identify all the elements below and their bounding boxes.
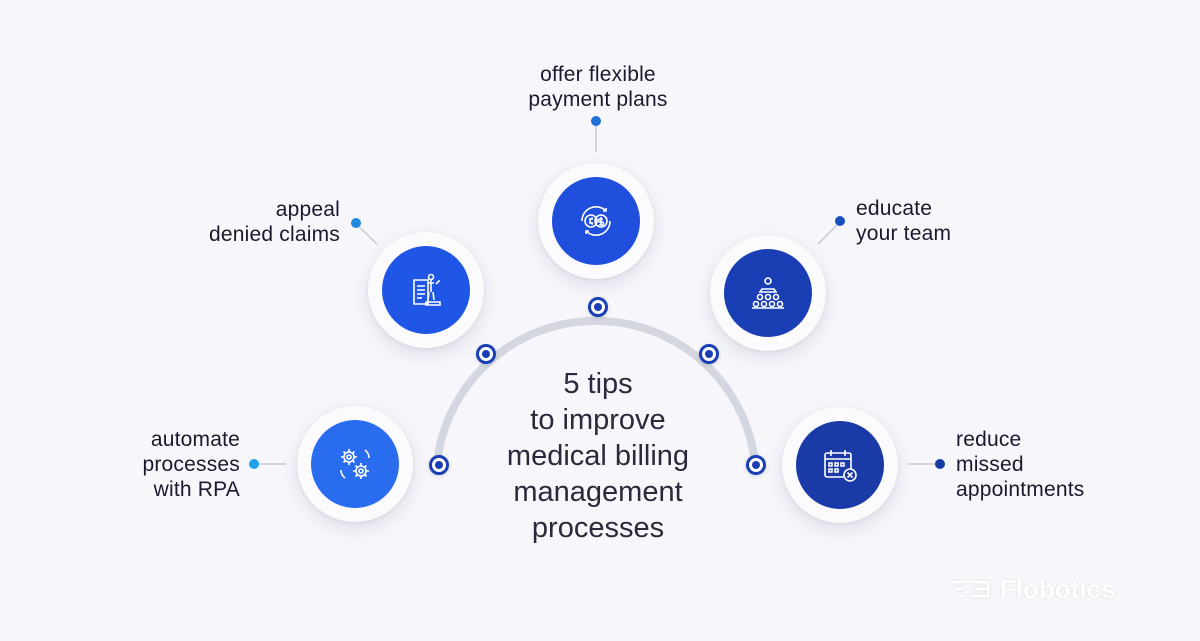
arc-marker: [429, 455, 449, 475]
tip-label-educate: educate your team: [856, 196, 1036, 246]
team-training-icon: [752, 277, 784, 309]
label-pin: [935, 459, 945, 469]
document-person-icon: [413, 273, 441, 306]
tip-label-line: your team: [856, 222, 952, 245]
tip-label-line: appeal: [275, 198, 340, 221]
arc-marker: [746, 455, 766, 475]
label-pin: [249, 459, 259, 469]
tip-label-line: payment plans: [528, 88, 668, 111]
tip-label-appeal: appeal denied claims: [160, 197, 340, 247]
arc-marker: [476, 344, 496, 364]
tip-label-line: processes: [142, 453, 240, 476]
tip-label-line: reduce: [956, 428, 1022, 451]
tip-label-line: automate: [150, 428, 240, 451]
tip-label-line: appointments: [956, 478, 1085, 501]
flobotics-logo: Flobotics: [948, 572, 1116, 606]
title-line: processes: [531, 512, 665, 544]
arc-marker: [699, 344, 719, 364]
tip-label-line: offer flexible: [540, 63, 656, 86]
title-line: to improve: [530, 404, 666, 436]
logo-text: Flobotics: [1000, 573, 1116, 604]
label-pin: [351, 218, 361, 228]
title-line: medical billing: [506, 440, 690, 472]
tip-node-appeal: [368, 232, 484, 348]
tip-label-line: with RPA: [153, 478, 240, 501]
title-line: 5 tips: [563, 368, 633, 400]
tip-node-automate: [297, 406, 413, 522]
tip-label-appointments: reduce missed appointments: [956, 427, 1146, 502]
tip-label-line: educate: [856, 197, 933, 220]
tip-label-automate: automate processes with RPA: [80, 427, 240, 502]
arc-marker: [588, 297, 608, 317]
label-pin: [835, 216, 845, 226]
tip-node-appointments: [782, 407, 898, 523]
tip-node-payment: [538, 163, 654, 279]
label-pin: [591, 116, 601, 126]
currency-exchange-icon: [581, 206, 611, 236]
tip-label-line: missed: [956, 453, 1024, 476]
tip-label-payment: offer flexible payment plans: [500, 62, 696, 112]
calendar-cancel-icon: [824, 450, 857, 482]
center-title: 5 tips to improve medical billing manage…: [470, 366, 726, 546]
title-line: management: [513, 476, 683, 508]
gears-cycle-icon: [340, 449, 370, 479]
tip-label-line: denied claims: [209, 223, 340, 246]
flobotics-logo-icon: [950, 580, 990, 598]
tip-node-educate: [710, 235, 826, 351]
